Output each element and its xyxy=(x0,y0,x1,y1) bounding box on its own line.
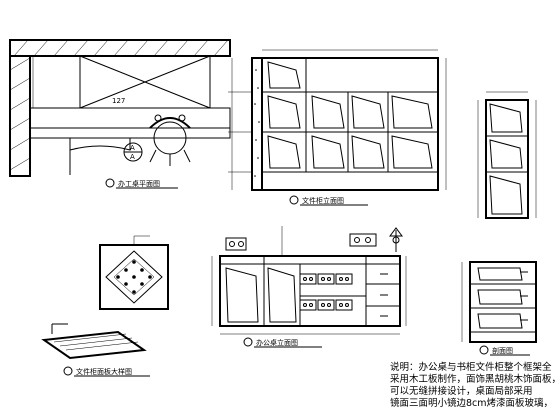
desk-title: 办公桌立面图 xyxy=(256,338,298,347)
note-line-1: 说明：办公桌与书柜文件柜整个框架全 xyxy=(390,361,552,373)
panel-detail-board xyxy=(41,330,147,360)
note-line-2: 采用木工板制作，面饰黑胡桃木饰面板， xyxy=(390,373,560,385)
cabinet-outline xyxy=(251,57,439,191)
socket-left xyxy=(225,237,247,251)
plan-title: 办工桌平面图 xyxy=(118,179,160,188)
file-cabinet-elevation: 文件柜立面图 xyxy=(228,49,447,206)
desk-title-bubble xyxy=(243,337,253,347)
desk-outlets xyxy=(299,273,353,311)
cabinet-title: 文件柜立面图 xyxy=(302,196,344,205)
section-outline xyxy=(469,261,537,343)
cabinet-stone-strip xyxy=(254,69,260,177)
desk-lamp xyxy=(389,227,403,252)
plan-section-marker: A A xyxy=(123,142,143,162)
desk-elevation: 办公桌立面图 xyxy=(211,226,407,348)
note-line-4: 镜面三面明小镜边8cm烤漆面板玻璃， xyxy=(390,397,553,409)
plan-wall-left xyxy=(9,55,31,177)
detail-title-bubble xyxy=(63,366,73,376)
section-title-bubble xyxy=(479,345,489,355)
panel-tile xyxy=(99,235,169,310)
notes-block: 说明：办公桌与书柜文件柜整个框架全 采用木工板制作，面饰黑胡桃木饰面板， 可以无… xyxy=(390,361,560,409)
side-elevation xyxy=(477,91,537,219)
plan-chair xyxy=(149,114,191,166)
section-view: 剖面图 xyxy=(461,261,537,356)
desk-plan-view: 127 A A 办工桌平面图 xyxy=(9,39,231,189)
plan-title-bubble xyxy=(105,178,115,188)
plan-desk-top xyxy=(29,107,231,139)
note-line-3: 可以无缝拼接设计，桌面局部采用 xyxy=(390,385,533,397)
panel-detail: 文件柜面板大样图 xyxy=(41,323,150,377)
plan-wall-top xyxy=(9,39,231,57)
socket-top-right xyxy=(349,233,377,247)
detail-title: 文件柜面板大样图 xyxy=(76,367,132,376)
section-title: 剖面图 xyxy=(492,346,513,355)
plan-center-label: 127 xyxy=(112,97,125,105)
svg-text:A: A xyxy=(130,153,135,161)
desk-body xyxy=(219,255,401,327)
cabinet-title-bubble xyxy=(289,195,299,205)
svg-text:A: A xyxy=(130,144,135,152)
side-outline xyxy=(485,99,529,219)
plan-desk-return xyxy=(69,138,131,175)
